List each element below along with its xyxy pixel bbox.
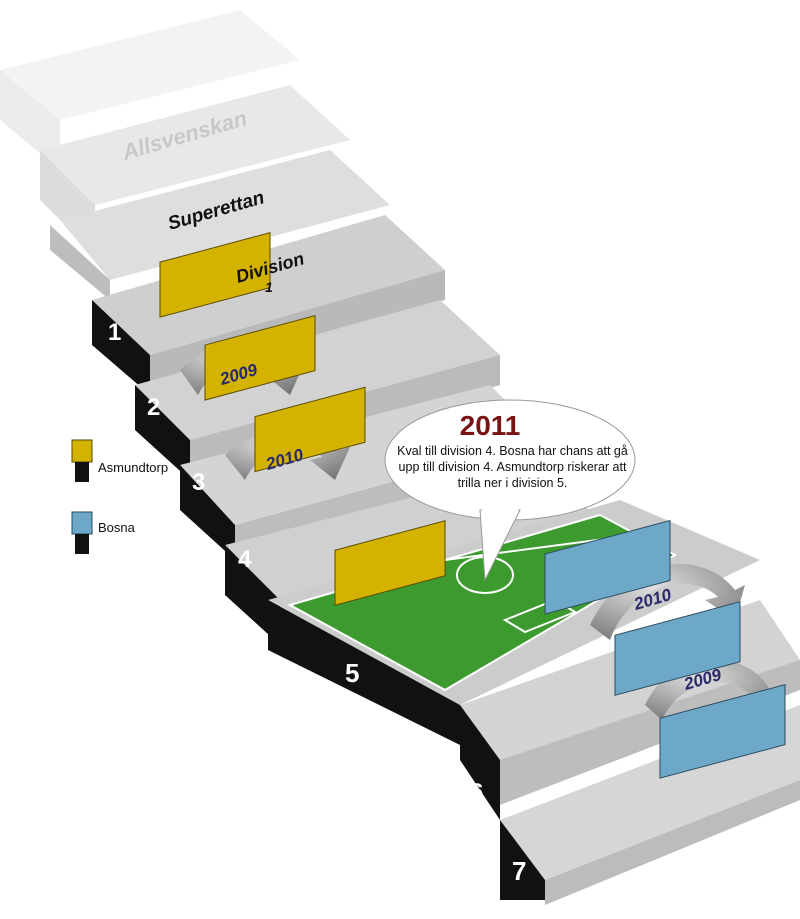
bubble-text: Kval till division 4. Bosna har chans at…: [397, 444, 628, 490]
legend-bosna-icon: [71, 511, 93, 554]
label-division-number: 1: [265, 279, 273, 295]
asmundtorp-players-step3: [254, 386, 366, 473]
bosna-players-step6a: [614, 601, 741, 696]
asmundtorp-players-field: [334, 520, 446, 606]
legend-asmundtorp-icon: [71, 439, 93, 482]
legend-asmundtorp-label: Asmundtorp: [98, 460, 169, 475]
bosna-players-field: [544, 519, 671, 615]
legend-bosna-label: Bosna: [98, 520, 135, 535]
step-number-6: 6: [470, 779, 483, 806]
step-number-7: 7: [512, 856, 526, 886]
step-number-3: 3: [192, 469, 205, 496]
step-number-2: 2: [147, 394, 160, 421]
asmundtorp-players-step1: [159, 232, 271, 318]
step-number-1: 1: [108, 319, 121, 346]
step-number-4: 4: [238, 546, 252, 573]
upper-stairs: [0, 10, 390, 300]
speech-bubble: [384, 399, 636, 582]
asmundtorp-players-step2: [204, 314, 316, 401]
step-number-5: 5: [345, 658, 359, 688]
bubble-title: 2011: [459, 410, 521, 441]
bosna-players-step6b: [659, 684, 786, 779]
